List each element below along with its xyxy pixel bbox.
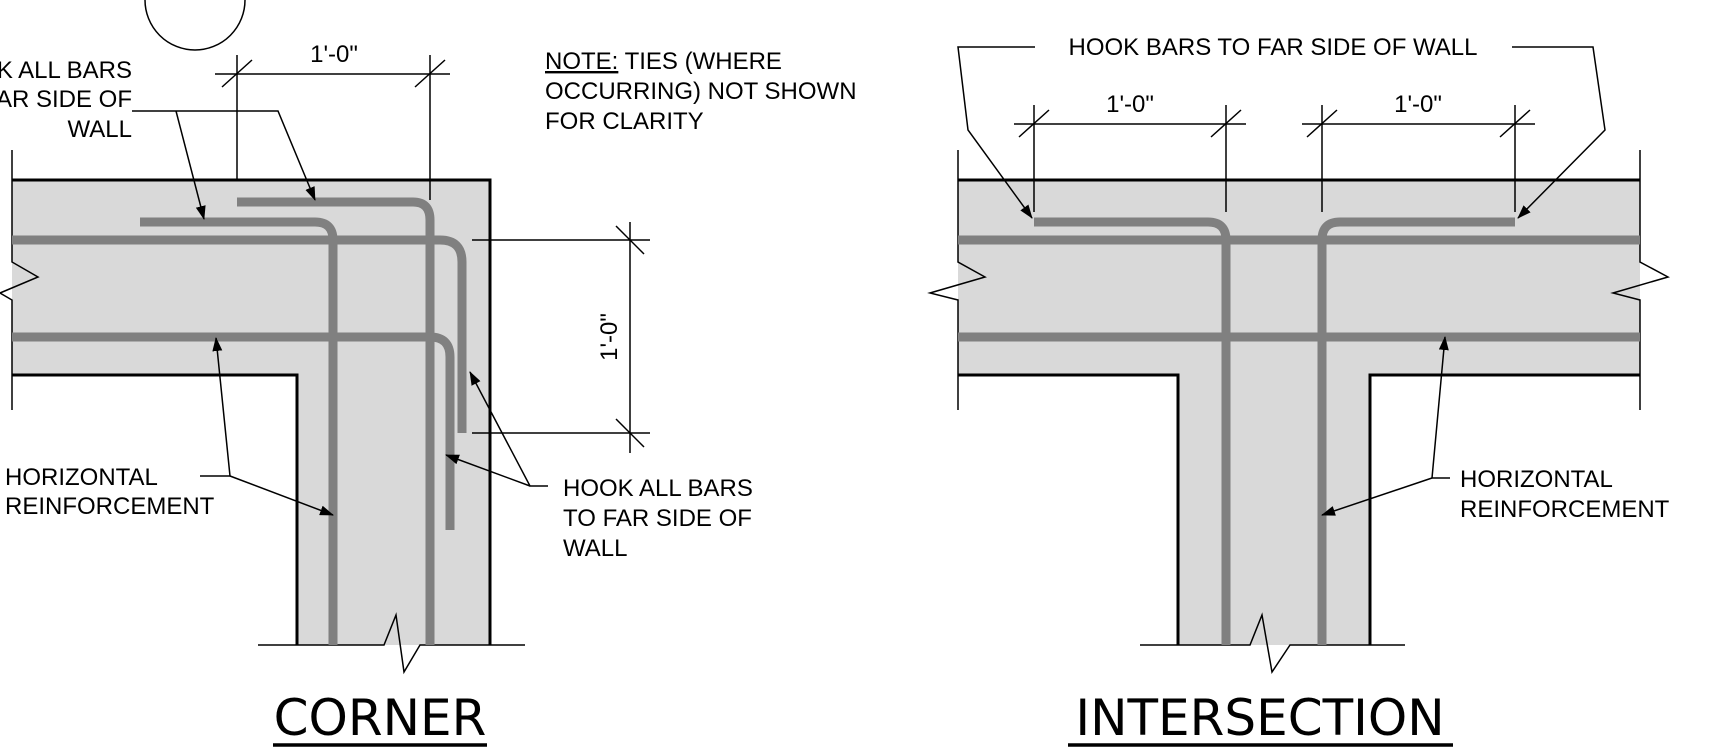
- corner-title: CORNER: [274, 689, 487, 747]
- intersection-title: INTERSECTION: [1075, 689, 1444, 747]
- corner-rebar-outer: [12, 235, 467, 433]
- corner-hook-label-right-line2: TO FAR SIDE OF: [563, 505, 752, 532]
- intersection-dim-left: 1'-0": [1014, 91, 1246, 212]
- corner-rebar-vertical-1: [140, 217, 338, 645]
- note: NOTE: TIES (WHERE OCCURRING) NOT SHOWN F…: [545, 48, 857, 135]
- corner-detail: 1'-0" 1'-0" K ALL BARS AR SIDE OF WALL H…: [0, 0, 753, 747]
- corner-hook-label-top-line2: AR SIDE OF: [0, 86, 132, 113]
- corner-concrete: [12, 180, 490, 645]
- corner-horizontal-label: HORIZONTAL REINFORCEMENT: [5, 337, 334, 520]
- note-line3: FOR CLARITY: [545, 108, 704, 135]
- note-line1: NOTE: TIES (WHERE: [545, 48, 782, 75]
- intersection-break-line-bottom: [1140, 612, 1405, 674]
- intersection-dim-left-label: 1'-0": [1106, 91, 1154, 118]
- corner-dim-right: 1'-0": [472, 222, 650, 453]
- corner-wall-inner-edge: [12, 373, 299, 645]
- corner-hook-label-right-line3: WALL: [563, 535, 627, 562]
- corner-hook-label-top-line3: WALL: [68, 116, 132, 143]
- note-line2: OCCURRING) NOT SHOWN: [545, 78, 857, 105]
- detail-bubble: [144, 0, 246, 51]
- intersection-rebar-hook-left: [1034, 217, 1231, 645]
- intersection-dim-right: 1'-0": [1302, 91, 1535, 212]
- note-prefix: NOTE:: [545, 48, 618, 75]
- intersection-horizontal-label: HORIZONTAL REINFORCEMENT: [1321, 336, 1670, 523]
- corner-dim-right-label: 1'-0": [596, 313, 623, 361]
- corner-horizontal-label-line1: HORIZONTAL: [5, 464, 158, 491]
- corner-horizontal-label-line2: REINFORCEMENT: [5, 493, 215, 520]
- intersection-concrete: [958, 180, 1640, 645]
- intersection-horizontal-label-line1: HORIZONTAL: [1460, 466, 1613, 493]
- intersection-detail: 1'-0" 1'-0" HOOK BARS TO FAR SIDE OF WAL…: [927, 34, 1670, 747]
- corner-break-line-bottom: [258, 612, 525, 675]
- intersection-hook-label: HOOK BARS TO FAR SIDE OF WALL: [957, 34, 1606, 219]
- note-line1-text: TIES (WHERE: [618, 48, 782, 75]
- corner-hook-label-right: HOOK ALL BARS TO FAR SIDE OF WALL: [445, 371, 753, 562]
- intersection-horizontal-label-line2: REINFORCEMENT: [1460, 496, 1670, 523]
- corner-dim-top: 1'-0": [215, 41, 450, 200]
- corner-wall-outer-edge: [12, 178, 492, 645]
- intersection-rebar-hook-right: [1317, 217, 1515, 645]
- intersection-wall-right-edge: [1368, 373, 1640, 645]
- corner-hook-label-right-line1: HOOK ALL BARS: [563, 475, 753, 502]
- intersection-dim-right-label: 1'-0": [1394, 91, 1442, 118]
- corner-dim-top-label: 1'-0": [310, 41, 358, 68]
- intersection-wall-left-edge: [958, 373, 1180, 645]
- corner-hook-label-top: K ALL BARS AR SIDE OF WALL: [0, 57, 316, 220]
- corner-hook-label-top-line1: K ALL BARS: [0, 57, 132, 84]
- corner-rebar-vertical-2: [237, 197, 435, 645]
- intersection-hook-label-text: HOOK BARS TO FAR SIDE OF WALL: [1069, 34, 1478, 61]
